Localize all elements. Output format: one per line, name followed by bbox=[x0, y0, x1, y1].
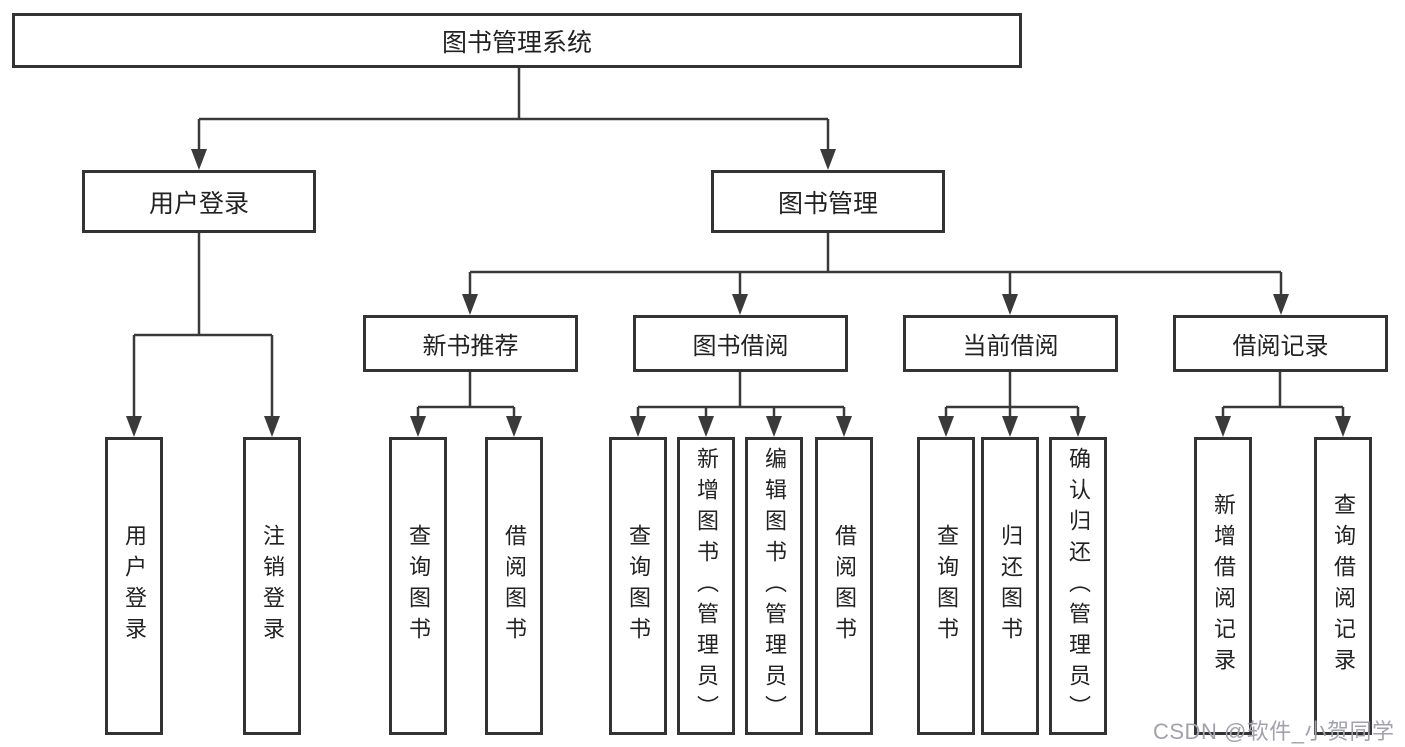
leaf-query-books-borrow: 查询图书 bbox=[609, 437, 667, 735]
leaf-label: 确认归还（管理员） bbox=[1066, 446, 1091, 726]
csdn-watermark: CSDN @软件_小贺同学 bbox=[1153, 719, 1395, 744]
leaf-borrow-books-recommend: 借阅图书 bbox=[485, 437, 543, 735]
leaf-label: 新增图书（管理员） bbox=[694, 446, 719, 726]
leaf-label: 查询图书 bbox=[934, 524, 959, 648]
leaf-label: 新增借阅记录 bbox=[1211, 493, 1236, 679]
node-borrowing-records: 借阅记录 bbox=[1173, 315, 1388, 372]
leaf-query-books-recommend: 查询图书 bbox=[389, 437, 447, 735]
node-user-login: 用户登录 bbox=[82, 170, 316, 233]
leaf-label: 借阅图书 bbox=[832, 524, 857, 648]
leaf-query-books-current: 查询图书 bbox=[917, 437, 975, 735]
leaf-label: 归还图书 bbox=[998, 524, 1023, 648]
node-new-book-recommendation: 新书推荐 bbox=[363, 315, 578, 372]
connector-userlogin-to-leaves bbox=[132, 233, 274, 418]
node-root-library-system: 图书管理系统 bbox=[12, 13, 1022, 68]
leaf-confirm-return-admin: 确认归还（管理员） bbox=[1049, 437, 1107, 735]
connector-current-to-leaves bbox=[944, 372, 1080, 418]
leaf-add-borrow-record: 新增借阅记录 bbox=[1194, 437, 1252, 735]
leaf-edit-book-admin: 编辑图书（管理员） bbox=[745, 437, 803, 735]
leaf-label: 注销登录 bbox=[260, 524, 285, 648]
leaf-return-book: 归还图书 bbox=[981, 437, 1039, 735]
leaf-borrow-books: 借阅图书 bbox=[815, 437, 873, 735]
node-book-management: 图书管理 bbox=[711, 170, 945, 233]
leaf-label: 查询借阅记录 bbox=[1331, 493, 1356, 679]
leaf-user-login: 用户登录 bbox=[105, 437, 163, 735]
leaf-label: 查询图书 bbox=[626, 524, 651, 648]
connector-root-to-level2 bbox=[197, 68, 830, 151]
leaf-label: 编辑图书（管理员） bbox=[762, 446, 787, 726]
connector-newbook-to-leaves bbox=[416, 372, 516, 418]
connector-bookmgmt-to-level3 bbox=[468, 233, 1283, 296]
leaf-label: 借阅图书 bbox=[502, 524, 527, 648]
leaf-query-borrow-record: 查询借阅记录 bbox=[1314, 437, 1372, 735]
leaf-add-book-admin: 新增图书（管理员） bbox=[677, 437, 735, 735]
leaf-label: 用户登录 bbox=[122, 524, 147, 648]
node-current-borrowing: 当前借阅 bbox=[903, 315, 1118, 372]
connector-records-to-leaves bbox=[1221, 372, 1345, 418]
leaf-logout: 注销登录 bbox=[243, 437, 301, 735]
node-book-borrowing: 图书借阅 bbox=[633, 315, 848, 372]
connector-borrow-to-leaves bbox=[636, 372, 846, 418]
arrowheads bbox=[126, 149, 1351, 437]
leaf-label: 查询图书 bbox=[406, 524, 431, 648]
